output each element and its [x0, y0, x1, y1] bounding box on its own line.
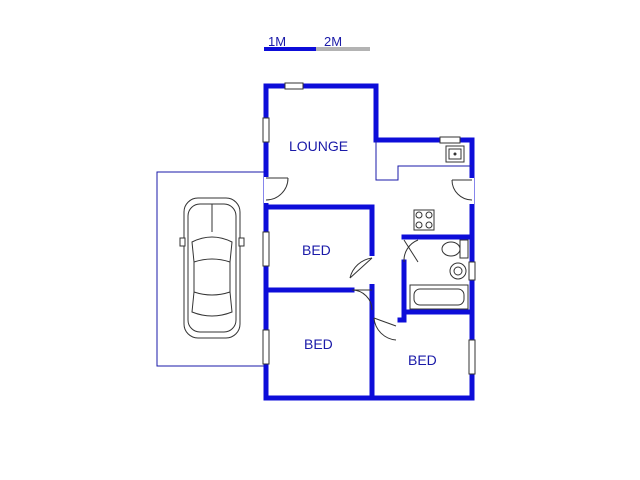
- fixtures: [409, 145, 469, 310]
- stove-icon: [413, 209, 435, 231]
- window-bed-2: [262, 329, 270, 365]
- sink-icon: [445, 145, 465, 163]
- toilet-icon: [441, 239, 469, 259]
- bath-icon: [409, 284, 469, 310]
- basin-icon: [449, 262, 467, 280]
- window-bed-3: [468, 339, 476, 375]
- carport: [156, 171, 266, 367]
- scale-label-2m: 2M: [324, 34, 342, 49]
- window-bathroom: [468, 261, 476, 281]
- doors: [264, 177, 474, 341]
- room-label-bed-3: BED: [408, 352, 437, 368]
- room-label-lounge: LOUNGE: [289, 138, 348, 154]
- scale-bar: 1M 2M: [264, 34, 370, 51]
- kitchen-outline: [375, 140, 472, 181]
- room-label-bed-2: BED: [304, 336, 333, 352]
- walls: [263, 83, 475, 401]
- window-lounge-top: [284, 82, 304, 90]
- windows: [262, 82, 476, 375]
- car-icon: [179, 197, 245, 339]
- window-kitchen: [439, 136, 461, 144]
- room-label-bed-1: BED: [302, 242, 331, 258]
- room-labels: LOUNGE BED BED BED: [289, 138, 437, 368]
- window-lounge-left: [262, 117, 270, 143]
- window-bed-1: [262, 231, 270, 267]
- scale-label-1m: 1M: [268, 34, 286, 49]
